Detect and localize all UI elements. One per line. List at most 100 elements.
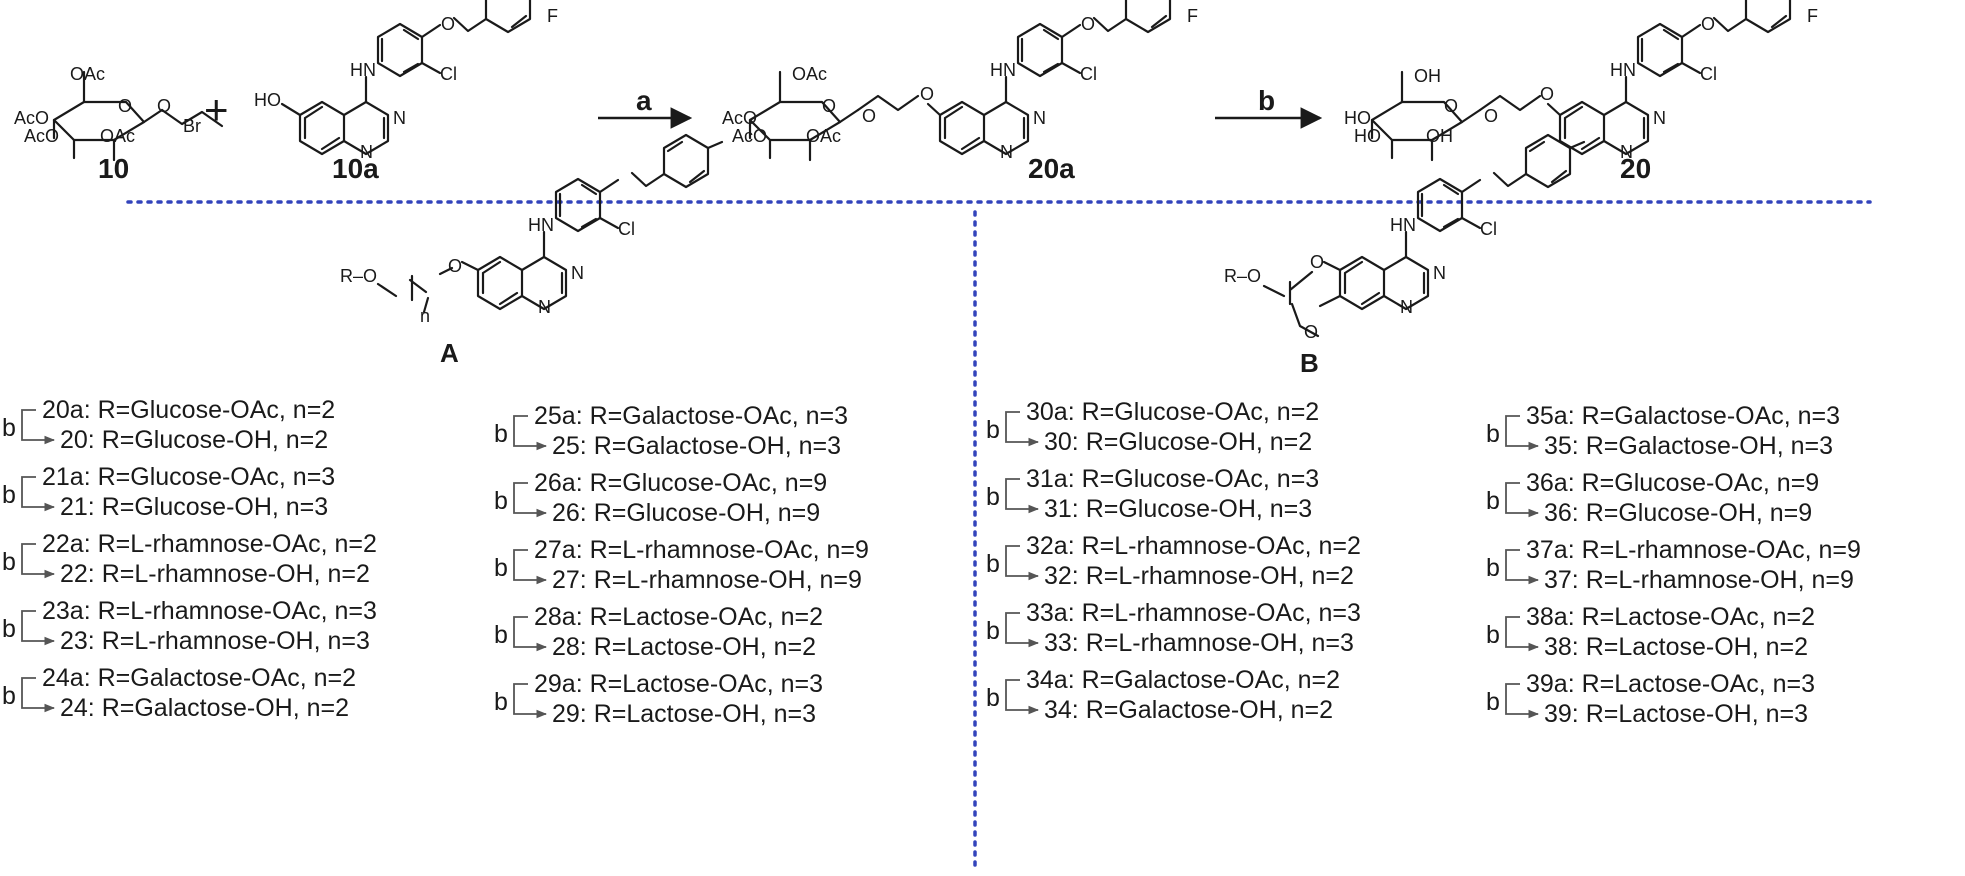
atom-label: Cl (440, 64, 457, 84)
bracket-reagent-label: b (986, 416, 1000, 444)
atom-label: AcO (722, 108, 757, 128)
atom-label: N (1033, 108, 1046, 128)
entry-deprotected: 25: R=Galactose-OH, n=3 (552, 432, 841, 460)
atom-label: O (1701, 14, 1715, 34)
atom-label: HO (1344, 108, 1371, 128)
entry-protected: 33a: R=L-rhamnose-OAc, n=3 (1026, 599, 1361, 627)
arrow-label-a: a (636, 85, 652, 116)
plus-sign: + (204, 86, 229, 133)
entry-protected: 37a: R=L-rhamnose-OAc, n=9 (1526, 536, 1861, 564)
bracket-reagent-label: b (2, 682, 16, 710)
atom-label: N (1433, 263, 1446, 283)
reaction-bracket (1505, 549, 1540, 585)
reaction-bracket (1005, 411, 1040, 447)
entry-deprotected: 36: R=Glucose-OH, n=9 (1544, 499, 1812, 527)
atom-label: AcO (24, 126, 59, 146)
atom-label: Br (183, 116, 201, 136)
bracket-reagent-label: b (494, 554, 508, 582)
entry-protected: 30a: R=Glucose-OAc, n=2 (1026, 398, 1319, 426)
atom-label: N (571, 263, 584, 283)
entry-deprotected: 32: R=L-rhamnose-OH, n=2 (1044, 562, 1354, 590)
reaction-bracket (1505, 616, 1540, 652)
atom-label: HN (1610, 60, 1636, 80)
bracket-reagent-label: b (986, 617, 1000, 645)
entry-protected: 20a: R=Glucose-OAc, n=2 (42, 396, 335, 424)
reaction-bracket (513, 415, 548, 451)
atom-label: N (538, 297, 551, 317)
arrow-label-b: b (1258, 85, 1275, 116)
atom-label: Cl (1480, 219, 1497, 239)
atom-label: OAc (70, 64, 105, 84)
entry-protected: 21a: R=Glucose-OAc, n=3 (42, 463, 335, 491)
atom-label: OH (1426, 126, 1453, 146)
entry-protected: 32a: R=L-rhamnose-OAc, n=2 (1026, 532, 1361, 560)
reaction-bracket (1505, 482, 1540, 518)
atom-label: O (1310, 252, 1324, 272)
atom-label: OH (1414, 66, 1441, 86)
atom-label: Cl (1080, 64, 1097, 84)
atom-label: F (1807, 6, 1818, 26)
compound-label-10a: 10a (332, 153, 379, 184)
entry-deprotected: 34: R=Galactose-OH, n=2 (1044, 696, 1333, 724)
entry-deprotected: 29: R=Lactose-OH, n=3 (552, 700, 816, 728)
bracket-reagent-label: b (2, 414, 16, 442)
entry-deprotected: 26: R=Glucose-OH, n=9 (552, 499, 820, 527)
atom-label: HN (1390, 215, 1416, 235)
generic-structure-A (376, 133, 724, 314)
atom-label: R–O (340, 266, 377, 286)
entry-deprotected: 33: R=L-rhamnose-OH, n=3 (1044, 629, 1354, 657)
atom-label: HN (528, 215, 554, 235)
entry-protected: 28a: R=Lactose-OAc, n=2 (534, 603, 823, 631)
reaction-bracket (1005, 612, 1040, 648)
reaction-bracket (1005, 478, 1040, 514)
reaction-bracket (21, 610, 56, 646)
atom-label: N (1000, 142, 1013, 162)
bracket-reagent-label: b (986, 483, 1000, 511)
bracket-reagent-label: b (986, 684, 1000, 712)
entry-protected: 25a: R=Galactose-OAc, n=3 (534, 402, 848, 430)
entry-protected: 24a: R=Galactose-OAc, n=2 (42, 664, 356, 692)
atom-label: O (448, 256, 462, 276)
entry-deprotected: 20: R=Glucose-OH, n=2 (60, 426, 328, 454)
atom-label: N (1400, 297, 1413, 317)
atom-label: O (1540, 84, 1554, 104)
compound-10a-structure (298, 0, 546, 156)
atom-label: O (1081, 14, 1095, 34)
bracket-reagent-label: b (986, 550, 1000, 578)
entry-deprotected: 31: R=Glucose-OH, n=3 (1044, 495, 1312, 523)
atom-label: N (1620, 142, 1633, 162)
entry-protected: 35a: R=Galactose-OAc, n=3 (1526, 402, 1840, 430)
atom-label: F (547, 6, 558, 26)
atom-label: O (822, 96, 836, 116)
atom-label: HN (990, 60, 1016, 80)
bracket-reagent-label: b (2, 481, 16, 509)
reaction-bracket (1505, 415, 1540, 451)
atom-label: O (862, 106, 876, 126)
entry-protected: 22a: R=L-rhamnose-OAc, n=2 (42, 530, 377, 558)
reaction-bracket (513, 549, 548, 585)
bracket-reagent-label: b (494, 420, 508, 448)
atom-label: O (1304, 322, 1318, 342)
entry-protected: 26a: R=Glucose-OAc, n=9 (534, 469, 827, 497)
atom-label: OAc (792, 64, 827, 84)
compound-label-10: 10 (98, 153, 129, 184)
entry-deprotected: 30: R=Glucose-OH, n=2 (1044, 428, 1312, 456)
bracket-reagent-label: b (1486, 621, 1500, 649)
bracket-reagent-label: b (494, 688, 508, 716)
atom-label: HO (254, 90, 281, 110)
atom-label: O (441, 14, 455, 34)
compound-label-20a: 20a (1028, 153, 1075, 184)
atom-label: N (360, 142, 373, 162)
reaction-bracket (513, 482, 548, 518)
reaction-bracket (1505, 683, 1540, 719)
entry-protected: 39a: R=Lactose-OAc, n=3 (1526, 670, 1815, 698)
atom-label: HO (1354, 126, 1381, 146)
entry-protected: 38a: R=Lactose-OAc, n=2 (1526, 603, 1815, 631)
bracket-reagent-label: b (1486, 420, 1500, 448)
reaction-bracket (513, 616, 548, 652)
atom-label: O (118, 96, 132, 116)
reaction-bracket (1005, 679, 1040, 715)
reaction-bracket (21, 543, 56, 579)
bracket-reagent-label: b (1486, 554, 1500, 582)
atom-label: Cl (618, 219, 635, 239)
